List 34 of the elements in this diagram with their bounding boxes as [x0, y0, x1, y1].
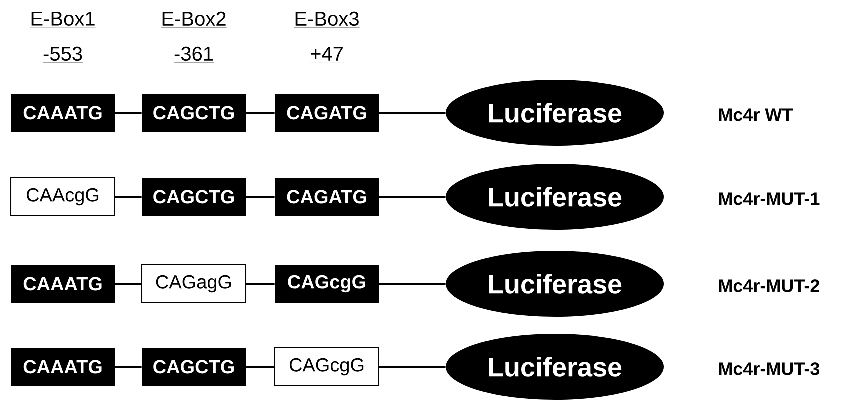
connector-line	[246, 196, 275, 198]
connector-line	[246, 112, 275, 114]
construct-name: Mc4r-MUT-2	[719, 280, 820, 292]
position-label: +47	[310, 47, 344, 62]
connector-line	[246, 283, 275, 285]
ebox: CAGATG	[275, 94, 379, 132]
connector-line	[115, 366, 142, 368]
ebox: CAAATG	[11, 265, 115, 303]
connector-line	[115, 112, 142, 114]
position-label: -361	[174, 46, 214, 63]
ebox: CAAATG	[11, 94, 115, 132]
ebox-heading: E-Box2	[161, 12, 227, 28]
connector-line	[379, 283, 446, 285]
construct-name: Mc4r WT	[719, 108, 793, 122]
ebox-heading: E-Box3	[294, 12, 360, 28]
construct-name: Mc4r-MUT-3	[719, 362, 820, 376]
mutated-ebox: CAGagG	[142, 264, 246, 304]
mutated-ebox: CAGcgG	[274, 348, 380, 386]
ebox-heading: E-Box1	[30, 12, 96, 28]
construct-name: Mc4r-MUT-1	[719, 192, 820, 206]
ebox: CAGcgG	[275, 265, 379, 303]
connector-line	[115, 283, 142, 285]
position-label: -553	[42, 46, 84, 63]
connector-line	[246, 366, 274, 368]
connector-line	[379, 196, 446, 198]
ebox: CAAATG	[11, 348, 115, 386]
connector-line	[379, 112, 446, 114]
ebox: CAGCTG	[142, 178, 246, 216]
ebox: CAGCTG	[142, 94, 246, 132]
connector-line	[380, 366, 446, 368]
mutated-ebox: CAAcgG	[10, 178, 116, 216]
ebox: CAGCTG	[142, 348, 246, 386]
ebox: CAGATG	[275, 178, 379, 216]
connector-line	[116, 196, 142, 198]
